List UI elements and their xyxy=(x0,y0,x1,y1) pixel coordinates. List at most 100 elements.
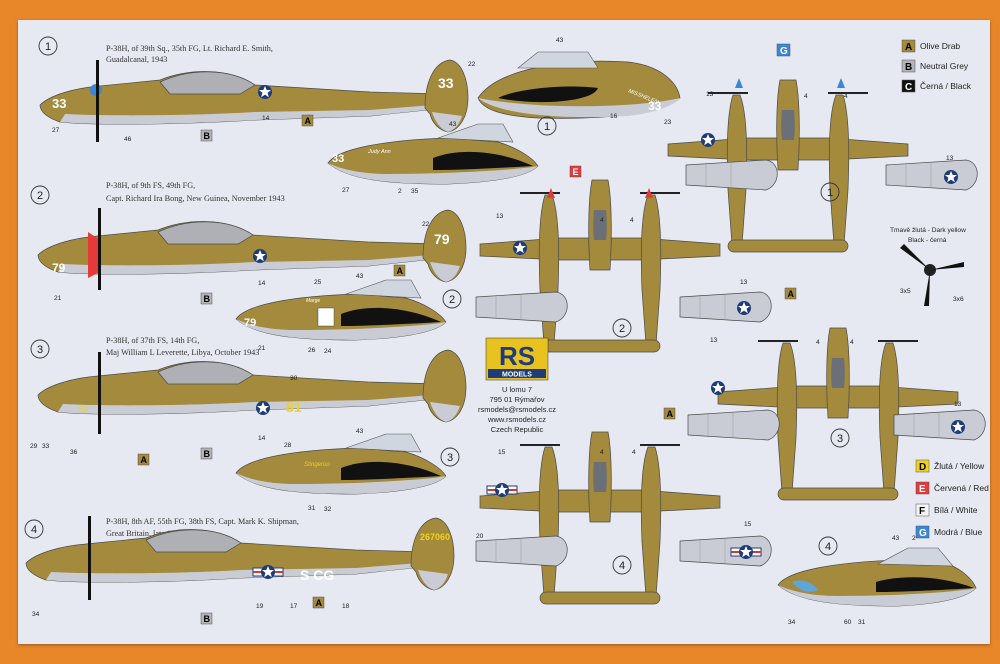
svg-text:36: 36 xyxy=(70,449,78,456)
legend-top: A Olive Drab B Neutral Grey C Černá / Bl… xyxy=(901,39,972,93)
svg-text:27: 27 xyxy=(342,187,350,194)
scheme-1-top-view xyxy=(667,78,909,253)
svg-text:46: 46 xyxy=(124,136,132,143)
svg-text:30: 30 xyxy=(290,375,298,382)
svg-text:14: 14 xyxy=(262,115,270,122)
svg-text:79: 79 xyxy=(244,317,256,329)
legend-item-olive-drab: A Olive Drab xyxy=(901,39,960,53)
svg-text:29: 29 xyxy=(30,443,38,450)
svg-text:22: 22 xyxy=(422,221,430,228)
svg-text:14: 14 xyxy=(258,280,266,287)
svg-text:1: 1 xyxy=(827,187,833,199)
scheme-2-tail-code: 79 xyxy=(434,231,450,247)
svg-text:4: 4 xyxy=(844,93,848,100)
svg-text:32: 32 xyxy=(324,506,332,513)
svg-text:43: 43 xyxy=(892,535,900,542)
scheme-3-nose: Stingeroo xyxy=(235,433,447,495)
svg-text:20: 20 xyxy=(476,533,484,540)
svg-text:2: 2 xyxy=(398,188,402,195)
svg-text:26: 26 xyxy=(308,347,316,354)
svg-text:27: 27 xyxy=(52,127,60,134)
svg-text:3: 3 xyxy=(447,452,453,464)
svg-text:24: 24 xyxy=(324,348,332,355)
prop-note-line-2: Black - černá xyxy=(908,237,947,244)
svg-text:31: 31 xyxy=(308,505,316,512)
svg-text:43: 43 xyxy=(356,273,364,280)
scheme-3-side-view: Sk 81 xyxy=(37,349,467,434)
svg-text:B: B xyxy=(204,449,211,459)
svg-text:A: A xyxy=(788,289,795,299)
svg-text:22: 22 xyxy=(468,61,476,68)
svg-text:2: 2 xyxy=(619,323,625,335)
svg-text:16: 16 xyxy=(610,113,618,120)
svg-text:13: 13 xyxy=(710,337,718,344)
svg-text:14: 14 xyxy=(258,435,266,442)
svg-text:A: A xyxy=(667,409,674,419)
svg-text:G: G xyxy=(919,528,927,539)
svg-text:13: 13 xyxy=(496,213,504,220)
svg-text:2: 2 xyxy=(912,535,916,542)
logo-text: RS xyxy=(499,341,535,371)
svg-text:Judy Ann: Judy Ann xyxy=(367,149,391,155)
scheme-1-caption-2: Guadalcanal, 1943 xyxy=(106,55,167,64)
scheme-4-codes: S CG xyxy=(300,567,334,583)
svg-text:43: 43 xyxy=(449,121,457,128)
svg-text:A: A xyxy=(305,116,312,126)
svg-text:E: E xyxy=(573,167,579,177)
svg-text:18: 18 xyxy=(342,603,350,610)
svg-text:Bílá / White: Bílá / White xyxy=(934,505,978,515)
svg-text:33: 33 xyxy=(648,99,662,113)
svg-text:79: 79 xyxy=(52,261,66,275)
svg-text:Černá / Black: Černá / Black xyxy=(920,81,972,91)
svg-text:3x6: 3x6 xyxy=(953,296,964,303)
svg-text:19: 19 xyxy=(256,603,264,610)
svg-text:D: D xyxy=(919,462,926,473)
svg-text:15: 15 xyxy=(744,521,752,528)
propeller-detail xyxy=(900,244,964,306)
legend-item-red: E Červená / Red xyxy=(915,481,989,495)
svg-text:F: F xyxy=(919,506,925,517)
svg-text:3x5: 3x5 xyxy=(900,288,911,295)
svg-text:B: B xyxy=(204,294,211,304)
svg-text:33: 33 xyxy=(52,96,66,111)
svg-text:B: B xyxy=(204,131,211,141)
svg-text:3: 3 xyxy=(837,433,843,445)
svg-text:Modrá / Blue: Modrá / Blue xyxy=(934,527,982,537)
address-block: U lomu 7 795 01 Rýmařov rsmodels@rsmodel… xyxy=(478,385,556,434)
legend-item-white: F Bílá / White xyxy=(915,503,978,517)
svg-text:B: B xyxy=(204,614,211,624)
svg-text:A: A xyxy=(141,455,148,465)
svg-text:Sk: Sk xyxy=(78,404,89,414)
svg-text:21: 21 xyxy=(54,295,62,302)
svg-text:4: 4 xyxy=(850,339,854,346)
legend-item-neutral-grey: B Neutral Grey xyxy=(901,59,969,73)
svg-text:A: A xyxy=(397,266,404,276)
scheme-3-caption-2: Maj William L Leverette, Libya, October … xyxy=(106,348,259,357)
legend-item-yellow: D Žlutá / Yellow xyxy=(915,459,985,473)
svg-text:Žlutá / Yellow: Žlutá / Yellow xyxy=(934,461,985,471)
scheme-2-nose: 79 Marge xyxy=(235,279,447,341)
svg-text:28: 28 xyxy=(284,442,292,449)
scheme-1-tail-code: 33 xyxy=(438,75,454,91)
svg-text:4: 4 xyxy=(630,217,634,224)
svg-text:MODELS: MODELS xyxy=(502,372,532,379)
svg-text:33: 33 xyxy=(42,443,50,450)
svg-text:33: 33 xyxy=(332,153,344,165)
svg-text:35: 35 xyxy=(411,188,419,195)
legend-item-blue: G Modrá / Blue xyxy=(915,525,982,539)
scheme-3-caption-1: P-38H, of 37th FS, 14th FG, xyxy=(106,336,199,345)
svg-text:Neutral Grey: Neutral Grey xyxy=(920,61,969,71)
svg-text:E: E xyxy=(919,484,926,495)
svg-text:34: 34 xyxy=(788,619,796,626)
svg-text:Červená / Red: Červená / Red xyxy=(934,483,989,493)
svg-text:www.rsmodels.cz: www.rsmodels.cz xyxy=(487,415,546,424)
svg-text:Czech Republic: Czech Republic xyxy=(491,425,544,434)
svg-text:795 01 Rýmařov: 795 01 Rýmařov xyxy=(489,395,544,404)
scheme-4-number: 4 xyxy=(31,524,37,536)
svg-text:B: B xyxy=(905,62,912,73)
svg-text:13: 13 xyxy=(706,91,714,98)
svg-text:4: 4 xyxy=(632,449,636,456)
scheme-2-caption-2: Capt. Richard Ira Bong, New Guinea, Nove… xyxy=(106,194,285,203)
sheet-artwork: 1 P-38H, of 39th Sq., 35th FG, Lt. Richa… xyxy=(24,36,989,626)
svg-text:4: 4 xyxy=(816,339,820,346)
